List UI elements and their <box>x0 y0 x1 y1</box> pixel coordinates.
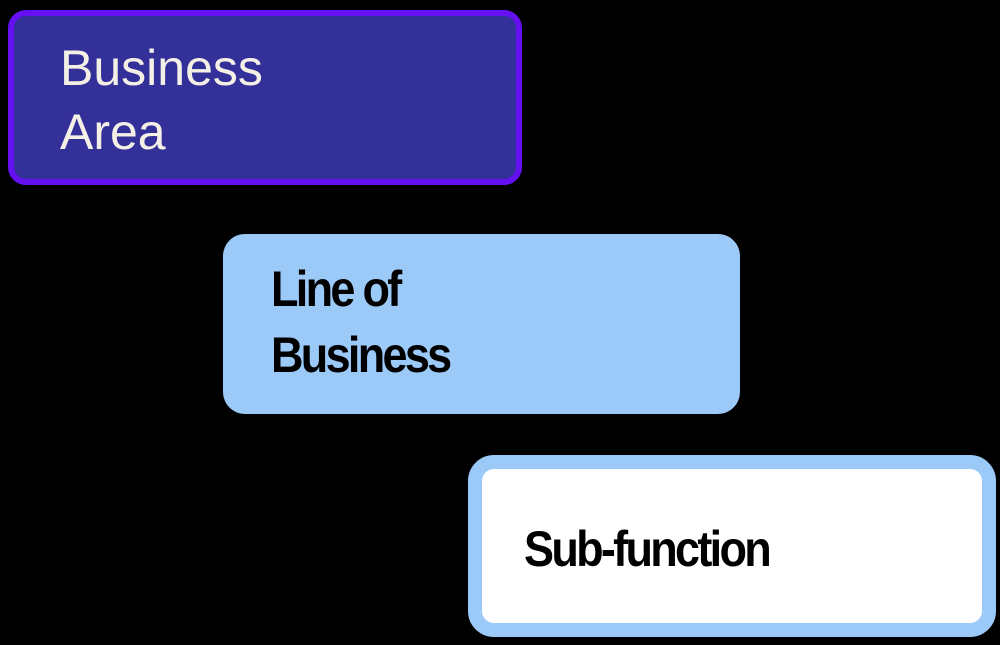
arrowhead-icon <box>215 316 226 328</box>
label-line: Business <box>271 327 452 383</box>
node-label: Business Area <box>60 36 263 164</box>
label-line: Area <box>60 104 166 160</box>
connector-line-of-business-to-sub-function <box>325 408 468 549</box>
node-sub-function[interactable]: Sub-function <box>468 455 996 637</box>
node-label: Sub-function <box>524 519 772 579</box>
label-line: Line of <box>271 261 402 317</box>
node-business-area[interactable]: Business Area <box>8 10 522 185</box>
label-line: Business <box>60 40 263 96</box>
label-line: Sub-function <box>524 521 772 577</box>
node-line-of-business[interactable]: Line of Business <box>223 234 740 414</box>
connector-business-area-to-line-of-business <box>73 178 222 324</box>
node-label: Line of Business <box>271 256 452 388</box>
